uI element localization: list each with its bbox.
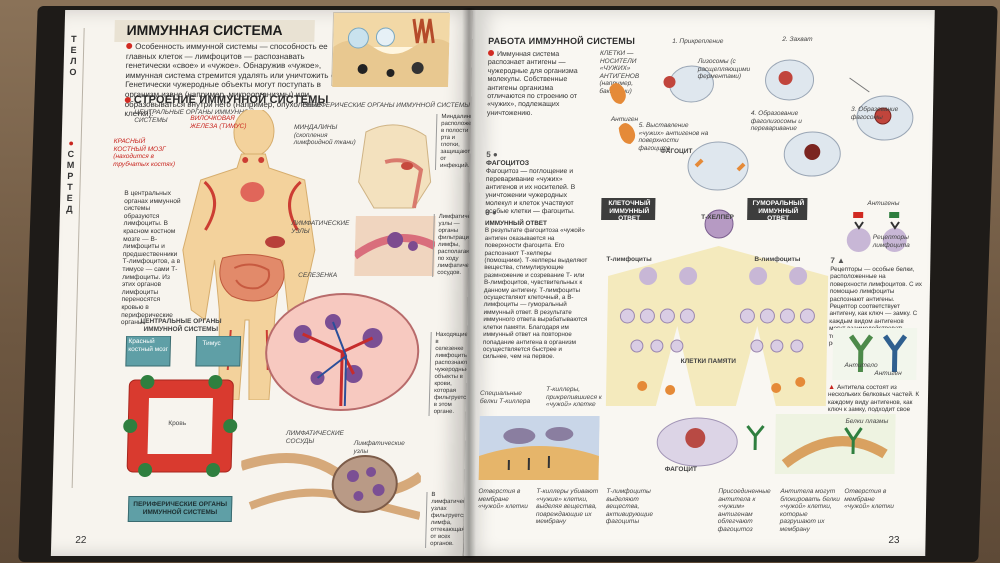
lymph-vessels-label: ЛИМФАТИЧЕСКИЕ СОСУДЫ xyxy=(285,430,345,445)
right-intro-text: Иммунная система распознает антигены — ч… xyxy=(486,51,578,117)
peripheral-organs-label: ПЕРИФЕРИЧЕСКИЕ ОРГАНЫ ИММУННОЙ СИСТЕМЫ xyxy=(302,102,471,109)
diagram-thymus: Тимус xyxy=(202,340,221,347)
section-number-6: 6 ● xyxy=(485,208,497,217)
caption-5: Антитела могут блокировать белки «чужой»… xyxy=(779,488,840,533)
bullet-icon xyxy=(124,97,131,103)
side-index-letter: Т xyxy=(71,34,77,44)
receptor-label: Рецепторы лимфоцита xyxy=(872,234,910,249)
side-index-letter: Д xyxy=(66,204,73,214)
side-index-letter: М xyxy=(66,160,75,170)
phagocytosis-cycle-illustration xyxy=(609,59,914,191)
bottom-phagocyte-illustration xyxy=(656,417,765,467)
right-heading: РАБОТА ИММУННОЙ СИСТЕМЫ xyxy=(488,36,636,46)
step-1: 1. Прикрепление xyxy=(672,38,724,45)
plasma-protein-illustration xyxy=(774,414,896,474)
thymus-label: ВИЛОЧКОВАЯ ЖЕЛЕЗА (ТИМУС) xyxy=(190,115,247,130)
spleen-note: Находящиеся в селезенке лимфоциты распоз… xyxy=(428,332,474,416)
antibody-label: Антитело xyxy=(844,362,878,369)
bullet-icon xyxy=(126,43,133,49)
phago-heading: ФАГОЦИТОЗ xyxy=(486,160,530,167)
phago-text: ФАГОЦИТОЗ Фагоцитоз — поглощение и перев… xyxy=(485,160,586,216)
antigen-inset-illustration xyxy=(332,13,451,87)
step-3: 3. Образование фагосомы xyxy=(850,106,899,121)
side-index-letter: С xyxy=(67,149,75,159)
lymphatic-nodes-caption: Лимфатические узлы xyxy=(353,440,405,455)
side-index-marker: ● xyxy=(68,138,75,148)
page-number-left: 22 xyxy=(75,535,87,546)
blood-proteins-label: Белки плазмы xyxy=(845,418,889,425)
section-number-7: 7 ▲ xyxy=(830,256,846,265)
side-index-letter: О xyxy=(69,67,77,77)
response-heading: ИММУННЫЙ ОТВЕТ xyxy=(484,220,547,227)
triangle-marker-icon: ▲ xyxy=(828,384,838,391)
response-body: В результате фагоцитоза «чужой» антиген … xyxy=(482,227,588,361)
left-page: Т Е Л О ● С М Р Т Е Д ИММУННАЯ СИСТЕМА О… xyxy=(50,10,478,556)
diagram-red-marrow: Красный костный мозг xyxy=(128,338,169,353)
killer-membrane-illustration xyxy=(478,416,600,480)
step-2: 2. Захват xyxy=(782,36,813,43)
lymph-nodes-label: ЛИМФАТИЧЕСКИЕ УЗЛЫ xyxy=(291,220,350,235)
side-index-letter: Е xyxy=(70,45,77,55)
central-organs-text: В центральных органах иммунной системы о… xyxy=(120,190,181,327)
lymph-node-illustration xyxy=(239,453,423,520)
spleen-cross-section-illustration xyxy=(265,293,420,411)
structure-heading-text: СТРОЕНИЕ ИММУННОЙ СИСТЕМЫ xyxy=(133,94,329,106)
section-number-5: 5 ● xyxy=(486,150,498,159)
antigen-label-2: Антиген xyxy=(874,370,902,377)
immune-response-tree xyxy=(605,209,829,406)
head-throat-illustration xyxy=(358,124,432,209)
phagocyte-bottom-label: ФАГОЦИТ xyxy=(664,466,697,473)
killer-label: Т-киллеры, прикрепившиеся к «чужой» клет… xyxy=(545,386,602,409)
diagram-peripheral-label: ПЕРИФЕРИЧЕСКИЕ ОРГАНЫ ИММУННОЙ СИСТЕМЫ xyxy=(133,501,228,516)
caption-2: Т-киллеры убивают «чужие» клетки, выделя… xyxy=(535,488,599,526)
lysosome-label: Лизосомы (с расщепляющими ферментами) xyxy=(697,58,751,81)
page-title: ИММУННАЯ СИСТЕМА xyxy=(126,22,283,38)
antigen-inset-panel xyxy=(331,12,451,87)
spleen-label: СЕЛЕЗЕНКА xyxy=(298,272,338,279)
node-note: В лимфатических узлах фильтруется лимфа,… xyxy=(425,492,475,548)
diagram-blood: Кровь xyxy=(168,420,187,427)
book-gutter xyxy=(462,8,476,558)
receptor-illustration xyxy=(846,212,907,252)
response-text: ИММУННЫЙ ОТВЕТ В результате фагоцитоза «… xyxy=(483,220,591,361)
caption-3: Т-лимфоциты выделяют вещества, активирую… xyxy=(605,488,654,526)
page-number-right: 23 xyxy=(888,535,900,546)
marrow-label: КРАСНЫЙ КОСТНЫЙ МОЗГ (находится в трубча… xyxy=(113,138,176,168)
side-index-letter: Л xyxy=(70,56,77,66)
lymph-vessel-illustration xyxy=(354,216,436,276)
right-intro: Иммунная система распознает антигены — ч… xyxy=(487,50,588,118)
phago-body: Фагоцитоз — поглощение и переваривание «… xyxy=(485,168,576,215)
bullet-icon xyxy=(487,50,495,56)
structure-heading: СТРОЕНИЕ ИММУННОЙ СИСТЕМЫ xyxy=(124,94,329,106)
phagocyte-label: ФАГОЦИТ xyxy=(660,148,693,155)
step-4: 4. Образование фаголизосомы и переварива… xyxy=(750,110,802,133)
side-index-letter: Е xyxy=(66,193,73,203)
diagram-central-label: ЦЕНТРАЛЬНЫЕ ОРГАНЫ ИММУННОЙ СИСТЕМЫ xyxy=(140,318,222,333)
antibody-illustration xyxy=(849,334,908,372)
t-helper-label: Т-ХЕЛПЕР xyxy=(701,214,734,221)
caption-1: Отверстия в мембране «чужой» клетки xyxy=(478,488,528,511)
memory-cells-label: КЛЕТКИ ПАМЯТИ xyxy=(680,358,737,365)
human-body-illustration xyxy=(182,110,316,400)
caption-6: Отверстия в мембране «чужой» клетки xyxy=(844,488,894,511)
side-index-letter: Т xyxy=(67,182,73,192)
organ-cycle-diagram xyxy=(123,336,242,477)
b-cells-label: В-лимфоциты xyxy=(754,256,801,263)
t-cells-label: Т-лимфоциты xyxy=(606,256,652,263)
antibody-panel xyxy=(832,328,918,380)
caption-4: Присоединенные антитела к «чужим» антиге… xyxy=(717,488,771,533)
right-page: РАБОТА ИММУННОЙ СИСТЕМЫ Иммунная система… xyxy=(463,10,935,556)
killer-proteins-label: Специальные белки Т-киллера xyxy=(479,390,531,405)
side-index-letter: Р xyxy=(67,171,74,181)
receptor-heading: Антигены xyxy=(867,200,900,207)
